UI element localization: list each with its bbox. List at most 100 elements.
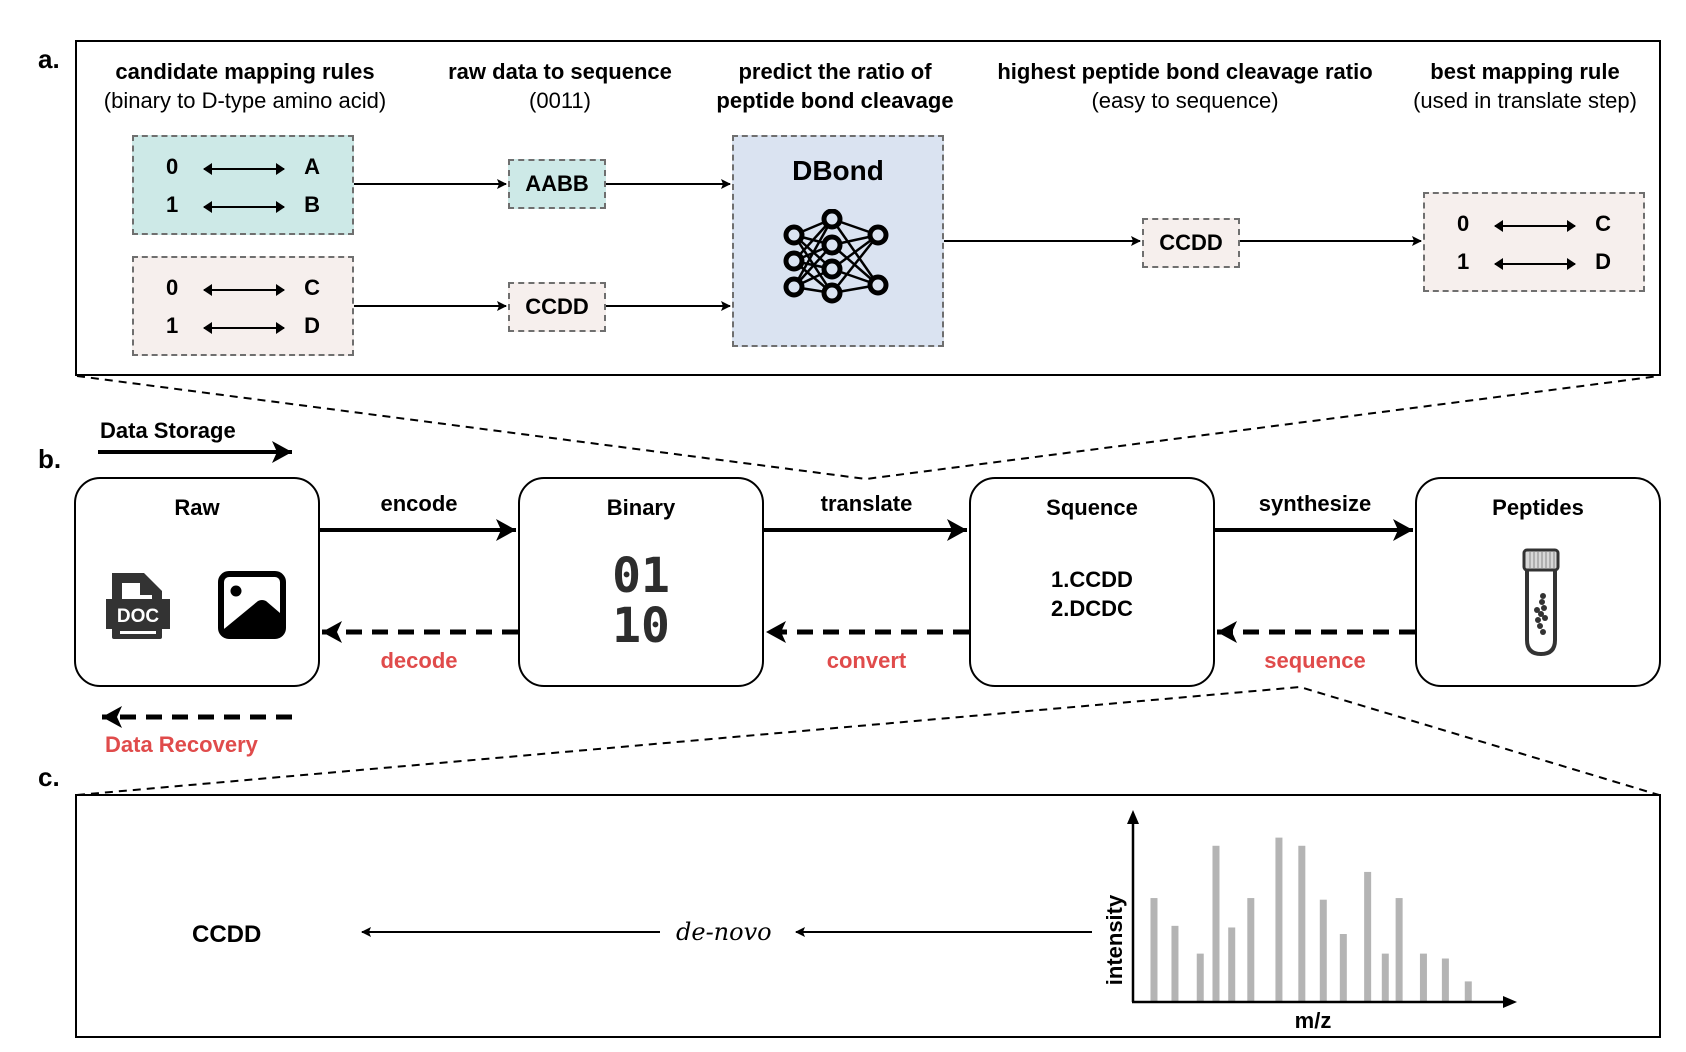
- double-arrow-icon: [203, 284, 285, 296]
- neural-network-icon: [783, 209, 889, 304]
- double-arrow-icon: [1494, 220, 1576, 232]
- mapping-row: 0 A: [134, 154, 352, 184]
- double-arrow-icon: [1494, 258, 1576, 270]
- stage-sequence: Squence 1.CCDD 2.DCDC: [969, 477, 1215, 687]
- header-title: highest peptide bond cleavage ratio: [997, 59, 1373, 84]
- spectrum-peak-bar: [1228, 927, 1236, 1001]
- edge-decode: decode: [380, 648, 458, 673]
- double-arrow-icon: [203, 322, 285, 334]
- sequence-aabb: AABB: [508, 159, 606, 209]
- stage-title: Peptides: [1492, 495, 1584, 520]
- data-recovery-legend: Data Recovery: [105, 732, 258, 757]
- mapping-row: 1 B: [134, 192, 352, 222]
- amino-acid: D: [1595, 249, 1611, 274]
- zoom-guide-a: [76, 375, 1660, 481]
- bit-value: 0: [166, 275, 179, 300]
- spectrum-peak-bar: [1419, 953, 1427, 1001]
- panel-c-label: c.: [38, 762, 60, 792]
- header-subtitle: (binary to D-type amino acid): [103, 88, 387, 113]
- de-novo-label: de-novo: [676, 918, 772, 946]
- amino-acid: B: [304, 192, 320, 217]
- edge-sequence: sequence: [1264, 648, 1366, 673]
- model-name: DBond: [792, 155, 884, 186]
- stage-raw: Raw DOC: [74, 477, 320, 687]
- stage-title: Squence: [1046, 495, 1138, 520]
- spectrum-peak-bar: [1275, 837, 1283, 1001]
- mass-spectrum-chart: intensity m/z: [1102, 810, 1517, 1033]
- bit-value: 1: [166, 313, 179, 338]
- spectrum-peak-bar: [1298, 845, 1306, 1001]
- best-sequence: CCDD: [1142, 218, 1240, 268]
- best-mapping-rule: 0 C 1 D: [1423, 192, 1645, 292]
- data-storage-legend: Data Storage: [100, 418, 236, 443]
- header-raw-to-sequence: raw data to sequence (0011): [420, 57, 700, 115]
- edge-translate: translate: [820, 491, 913, 516]
- amino-acid: C: [1595, 211, 1611, 236]
- stage-peptides: Peptides: [1415, 477, 1661, 687]
- y-axis-arrow-icon: [1127, 810, 1139, 824]
- edge-convert: convert: [826, 648, 907, 673]
- header-subtitle: (used in translate step): [1413, 88, 1637, 113]
- bit-value: 1: [166, 192, 179, 217]
- mapping-row: 1 D: [134, 313, 352, 343]
- stage-title: Raw: [174, 495, 220, 520]
- stage-title: Binary: [606, 495, 676, 520]
- spectrum-peak-bar: [1339, 934, 1347, 1001]
- spectrum-peak-bar: [1464, 981, 1472, 1001]
- sequence-item: 2.DCDC: [1051, 596, 1133, 621]
- header-predict-ratio: predict the ratio of peptide bond cleava…: [695, 57, 975, 115]
- spectrum-peak-bar: [1171, 925, 1179, 1001]
- x-axis-label: m/z: [1295, 1008, 1332, 1033]
- bit-value: 0: [166, 154, 179, 179]
- mapping-rule-ab: 0 A 1 B: [132, 135, 354, 235]
- dbond-model: DBond: [732, 135, 944, 347]
- y-axis-label: intensity: [1102, 894, 1127, 985]
- binary-line: 10: [612, 598, 670, 654]
- mapping-rule-cd: 0 C 1 D: [132, 256, 354, 356]
- edge-encode: encode: [380, 491, 458, 516]
- spectrum-peak-bar: [1395, 898, 1403, 1001]
- header-candidate-rules: candidate mapping rules (binary to D-typ…: [80, 57, 410, 115]
- x-axis-arrow-icon: [1503, 996, 1517, 1008]
- panel-a-label: a.: [38, 44, 60, 74]
- spectrum-peak-bar: [1364, 871, 1372, 1001]
- header-highest-ratio: highest peptide bond cleavage ratio (eas…: [975, 57, 1395, 115]
- image-icon: [218, 571, 286, 639]
- spectrum-peak-bar: [1150, 898, 1158, 1001]
- binary-digits: 01 10: [520, 551, 762, 651]
- recovered-sequence: CCDD: [192, 921, 262, 948]
- header-title: candidate mapping rules: [115, 59, 375, 84]
- bit-value: 1: [1457, 249, 1470, 274]
- spectrum-peak-bar: [1212, 845, 1220, 1001]
- panel-b-label: b.: [38, 444, 62, 474]
- header-subtitle: (0011): [529, 88, 591, 113]
- header-title: best mapping rule: [1430, 59, 1620, 84]
- spectrum-peak-bar: [1319, 899, 1327, 1001]
- amino-acid: D: [304, 313, 320, 338]
- header-subtitle: (easy to sequence): [1091, 88, 1279, 113]
- header-subtitle: peptide bond cleavage: [716, 88, 954, 113]
- sequence-ccdd: CCDD: [508, 282, 606, 332]
- spectrum-peak-bar: [1196, 953, 1204, 1001]
- sequence-item: 1.CCDD: [1051, 567, 1133, 592]
- header-title: predict the ratio of: [738, 59, 932, 84]
- bit-value: 0: [1457, 211, 1470, 236]
- mapping-row: 0 C: [1425, 211, 1643, 241]
- zoom-guide-c: [76, 685, 1660, 796]
- sequence-list: 1.CCDD 2.DCDC: [971, 565, 1213, 623]
- doc-file-icon: DOC: [106, 573, 170, 639]
- header-best-rule: best mapping rule (used in translate ste…: [1395, 57, 1655, 115]
- double-arrow-icon: [203, 163, 285, 175]
- amino-acid: A: [304, 154, 320, 179]
- header-title: raw data to sequence: [448, 59, 672, 84]
- double-arrow-icon: [203, 201, 285, 213]
- doc-label: DOC: [117, 606, 160, 627]
- mapping-row: 0 C: [134, 275, 352, 305]
- spectrum-peak-bar: [1381, 953, 1389, 1001]
- test-tube-icon: [1522, 548, 1560, 657]
- spectrum-peak-bar: [1247, 898, 1255, 1001]
- spectrum-peak-bar: [1441, 958, 1449, 1001]
- mapping-row: 1 D: [1425, 249, 1643, 279]
- edge-synthesize: synthesize: [1258, 491, 1372, 516]
- amino-acid: C: [304, 275, 320, 300]
